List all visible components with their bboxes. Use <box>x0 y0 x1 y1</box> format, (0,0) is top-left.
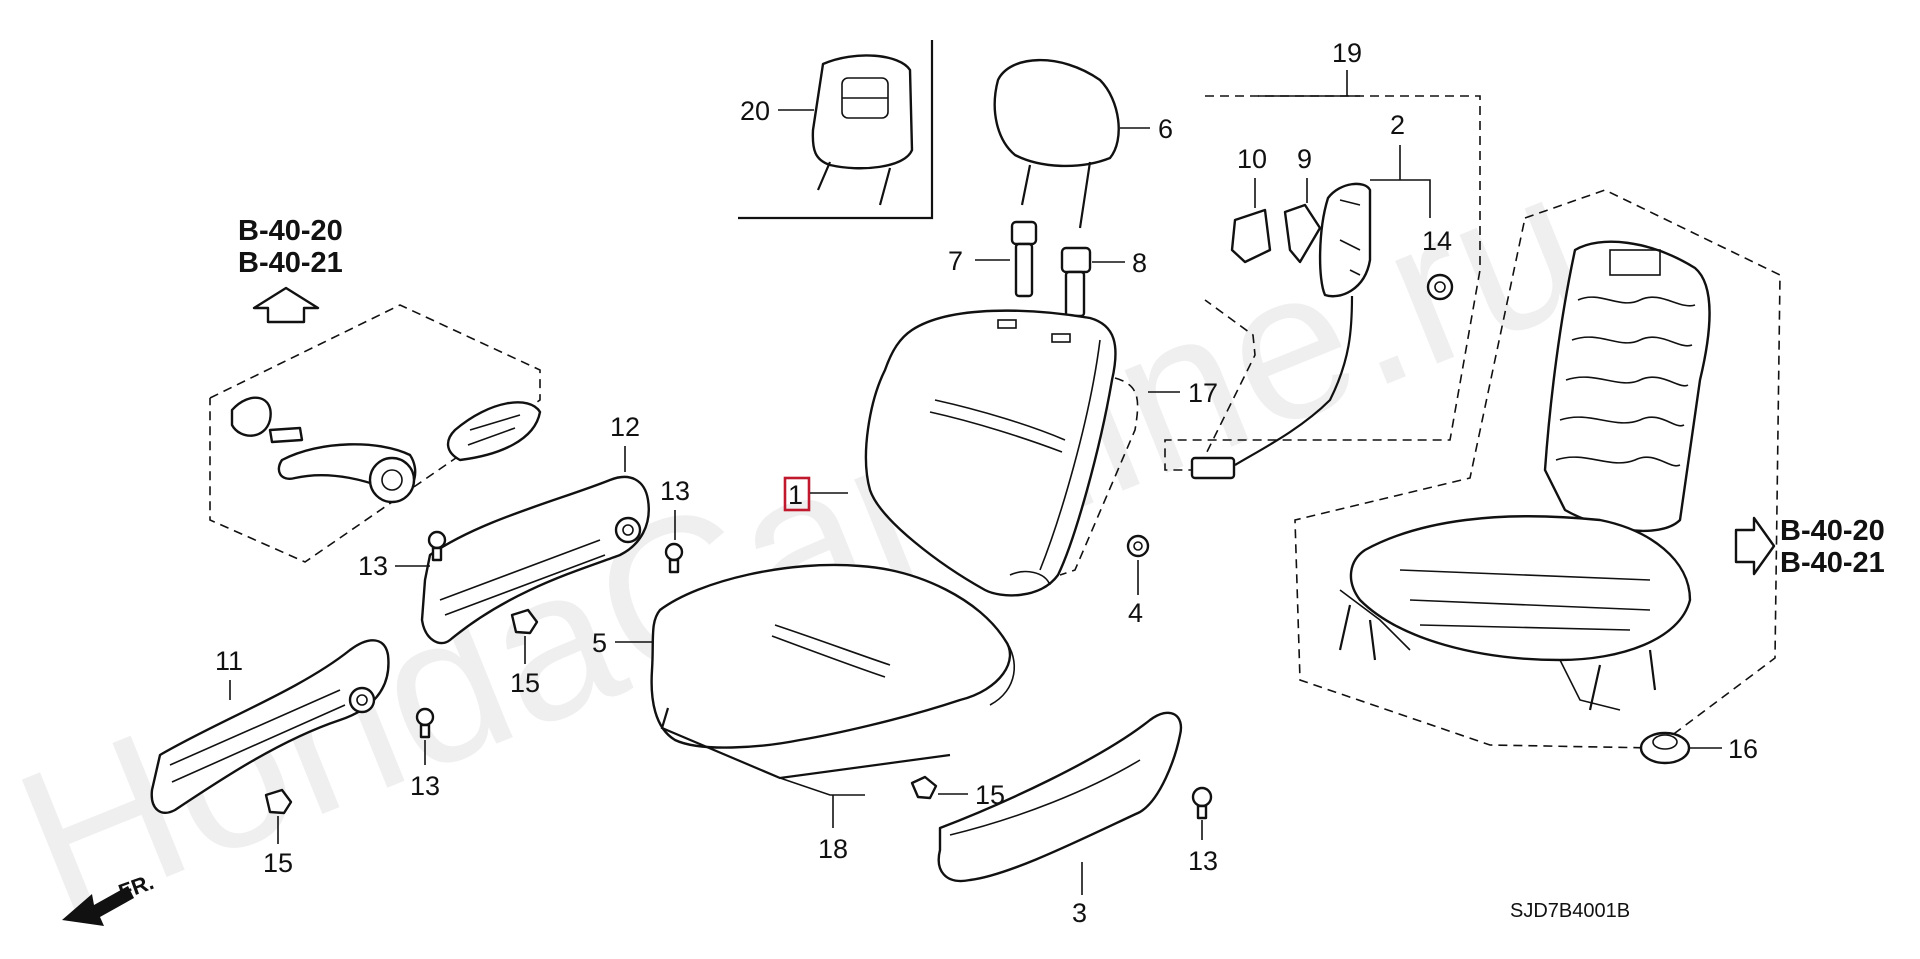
callout-15a: 15 <box>510 668 540 698</box>
side-cover-11[interactable] <box>150 639 390 814</box>
seat-cushion-cover-part[interactable] <box>650 563 1016 749</box>
callout-14: 14 <box>1422 226 1452 256</box>
callout-3: 3 <box>1072 898 1087 928</box>
screw-13d[interactable] <box>1191 786 1213 820</box>
callout-11: 11 <box>215 646 243 676</box>
bracket-9[interactable] <box>1283 203 1322 264</box>
headrest-alt-part[interactable] <box>811 54 914 206</box>
side-cover-12[interactable] <box>420 475 650 645</box>
seat-back-pad-part[interactable] <box>1059 377 1139 576</box>
callout-6: 6 <box>1158 114 1173 144</box>
callout-7: 7 <box>948 246 963 276</box>
screw-13b[interactable] <box>664 542 684 574</box>
seat-frame-part[interactable] <box>1338 240 1711 711</box>
group-19-box: 19 <box>1164 38 1481 471</box>
ref-arrow-right[interactable] <box>1734 516 1776 576</box>
callout-4: 4 <box>1128 598 1143 628</box>
callout-2: 2 <box>1390 110 1405 140</box>
callout-15b: 15 <box>975 780 1005 810</box>
callout-18: 18 <box>818 834 848 864</box>
callout-16: 16 <box>1728 734 1758 764</box>
handle-knob-part[interactable] <box>230 396 542 504</box>
callout-15c: 15 <box>263 848 293 878</box>
callout-20: 20 <box>740 96 770 126</box>
headrest-alt-box: 20 <box>738 40 934 220</box>
handle-group-box <box>209 304 541 563</box>
nut-4[interactable] <box>1126 534 1150 558</box>
nut-16[interactable] <box>1639 731 1691 765</box>
seat-cushion-pad-part[interactable] <box>660 707 951 780</box>
outer-trim-part[interactable] <box>937 711 1183 883</box>
callout-10: 10 <box>1237 144 1267 174</box>
headrest-part[interactable] <box>993 58 1120 229</box>
callout-13a: 13 <box>358 551 388 581</box>
callout-12: 12 <box>610 412 640 442</box>
seat-back-cover-part[interactable] <box>864 309 1117 597</box>
seat-frame-box <box>1294 189 1781 749</box>
callout-1: 1 <box>788 480 803 510</box>
bracket-10[interactable] <box>1230 208 1272 264</box>
callout-9: 9 <box>1297 144 1312 174</box>
ref-arrow-left-up[interactable] <box>252 286 320 324</box>
callout-8: 8 <box>1132 248 1147 278</box>
callout-1-highlight <box>783 476 811 512</box>
airbag-module-2[interactable] <box>1190 182 1372 480</box>
front-arrow-icon <box>62 886 134 926</box>
ref-right-bottom[interactable]: B-40-21 <box>1780 547 1885 579</box>
headrest-guide-7[interactable] <box>1010 220 1038 298</box>
callout-13c: 13 <box>410 771 440 801</box>
callout-13d: 13 <box>1188 846 1218 876</box>
ref-left-top[interactable]: B-40-20 <box>238 215 343 247</box>
ref-right-top[interactable]: B-40-20 <box>1780 515 1885 547</box>
headrest-guide-8[interactable] <box>1060 246 1092 318</box>
callout-19: 19 <box>1332 38 1362 68</box>
clip-15a[interactable] <box>510 608 539 635</box>
screw-13a[interactable] <box>427 530 447 562</box>
clip-15c[interactable] <box>264 788 293 815</box>
nut-14[interactable] <box>1426 273 1454 301</box>
callout-17: 17 <box>1188 378 1218 408</box>
screw-13c[interactable] <box>415 707 435 739</box>
callout-13b: 13 <box>660 476 690 506</box>
diagram-code: SJD7B4001B <box>1510 900 1630 922</box>
ref-left-bottom[interactable]: B-40-21 <box>238 247 343 279</box>
clip-15b[interactable] <box>910 775 938 800</box>
callout-5: 5 <box>592 628 607 658</box>
